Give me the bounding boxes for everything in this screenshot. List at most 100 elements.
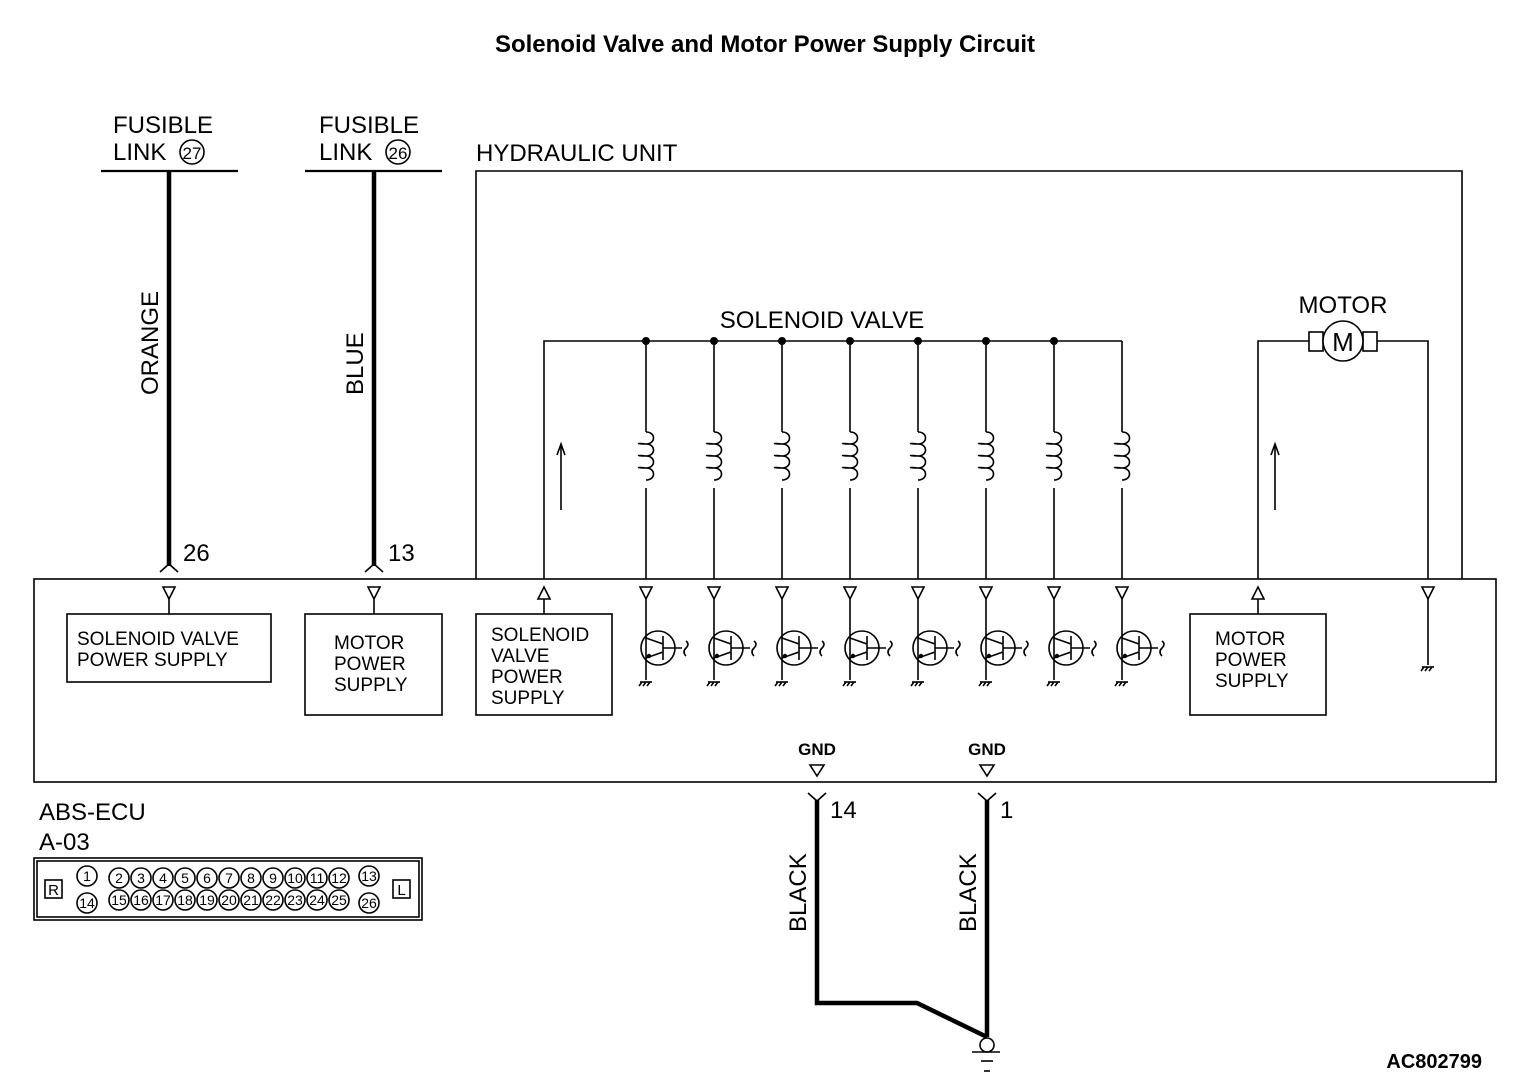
transistor-icon [978, 599, 1029, 687]
connector-pin: 14 [76, 892, 98, 914]
transistor-icon [1046, 599, 1097, 687]
connector-pin: 13 [358, 865, 380, 887]
connector-face: R L 114132621531641751861972082192210231… [33, 857, 423, 921]
connector-pin-symbol [977, 792, 997, 803]
ecu-name: ABS-ECU [39, 799, 146, 826]
block-text: VALVE [491, 646, 549, 667]
svg-text:23: 23 [287, 892, 303, 908]
svg-text:20: 20 [221, 892, 237, 908]
pin-marker [910, 586, 926, 601]
connector-pin: 15 [108, 889, 130, 911]
connector-pin: 26 [358, 892, 380, 914]
transistor-icon [774, 599, 825, 687]
solenoid-coil [1113, 341, 1131, 579]
pin-marker [161, 586, 177, 601]
solenoid-coil [977, 337, 995, 579]
chassis-ground-icon [1046, 681, 1060, 687]
motor-brush [1362, 331, 1378, 352]
block-text: POWER [491, 667, 563, 688]
arrow-head-icon [1270, 441, 1280, 456]
svg-text:17: 17 [155, 892, 171, 908]
block-text: SOLENOID VALVE [77, 629, 239, 650]
pin-marker [1046, 586, 1062, 601]
connector-pin: 9 [262, 867, 284, 889]
transistor-icon [638, 599, 689, 687]
connector-left-tag: R [48, 882, 59, 899]
pin-marker [842, 586, 858, 601]
chassis-ground-icon [774, 681, 788, 687]
pin-marker [978, 586, 994, 601]
svg-text:5: 5 [181, 870, 189, 886]
transistor-icon [1114, 599, 1165, 687]
block-text: POWER [1215, 650, 1287, 671]
svg-text:7: 7 [225, 870, 233, 886]
ecu-pin-markers [161, 585, 1436, 614]
block-text: POWER [334, 654, 406, 675]
fusible-link-label: FUSIBLE [113, 112, 213, 139]
connector-pin: 5 [174, 867, 196, 889]
block-text: POWER SUPPLY [77, 650, 228, 671]
connector-pin: 20 [218, 889, 240, 911]
svg-text:4: 4 [159, 870, 167, 886]
ground-pin-marker [808, 764, 826, 778]
connector-pin: 23 [284, 889, 306, 911]
motor-return-wire [1377, 340, 1429, 579]
pin-marker [638, 586, 654, 601]
connector-pin: 19 [196, 889, 218, 911]
svg-text:2: 2 [115, 870, 123, 886]
pin-marker [706, 586, 722, 601]
connector-pin: 17 [152, 889, 174, 911]
connector-pin: 11 [306, 867, 328, 889]
circled-number-badge [179, 139, 205, 165]
svg-text:12: 12 [331, 870, 347, 886]
connector-pin: 1 [76, 865, 98, 887]
pin-marker [1420, 586, 1436, 601]
connector-pin-symbol [364, 562, 384, 573]
transistor-icon [910, 599, 961, 687]
pin-marker [774, 586, 790, 601]
coil-icon [637, 431, 655, 481]
solenoid-valve-label: SOLENOID VALVE [720, 307, 925, 334]
wire-black-pin14 [814, 800, 988, 1040]
connector-id: A-03 [39, 829, 90, 856]
chassis-ground-icon [978, 681, 992, 687]
svg-text:9: 9 [269, 870, 277, 886]
connector-pin: 4 [152, 867, 174, 889]
chassis-ground-icon [706, 681, 720, 687]
motor-power-supply-block-2 [1189, 613, 1327, 716]
diagram-title: Solenoid Valve and Motor Power Supply Ci… [495, 31, 1035, 58]
block-text: SUPPLY [334, 675, 408, 696]
abs-ecu: SOLENOID VALVE POWER SUPPLY MOTOR POWER … [33, 578, 1497, 783]
hydraulic-unit-outline [475, 170, 1463, 579]
arrow-head-icon [556, 441, 566, 456]
solenoid-coil [909, 337, 927, 579]
solenoid-coil [841, 337, 859, 579]
svg-text:1: 1 [83, 868, 91, 884]
motor-power-supply-block [304, 613, 443, 716]
solenoid-coil [773, 337, 791, 579]
wire-color-label: BLACK [785, 853, 812, 932]
motor-brush [1308, 331, 1324, 352]
fusible-link-label: FUSIBLE [319, 112, 419, 139]
coil-icon [841, 431, 859, 481]
coil-icon [977, 431, 995, 481]
connector-pin: 10 [284, 867, 306, 889]
svg-text:25: 25 [331, 892, 347, 908]
fusible-link-26: FUSIBLE LINK 26 BLUE 13 [305, 112, 442, 573]
svg-text:16: 16 [133, 892, 149, 908]
block-text: SOLENOID [491, 625, 589, 646]
coil-icon [1113, 431, 1131, 481]
solenoid-valve-power-supply-block-2 [475, 613, 613, 716]
solenoid-coil [705, 337, 723, 579]
motor-supply-wire [1257, 340, 1309, 579]
connector-pin: 22 [262, 889, 284, 911]
coil-icon [705, 431, 723, 481]
svg-text:22: 22 [265, 892, 281, 908]
svg-text:11: 11 [310, 870, 325, 886]
fusible-link-label: LINK [319, 139, 372, 166]
svg-text:18: 18 [177, 892, 193, 908]
circled-number-badge [385, 139, 411, 165]
motor-label: MOTOR [1299, 292, 1388, 319]
body-ground-icon [972, 1037, 1000, 1072]
